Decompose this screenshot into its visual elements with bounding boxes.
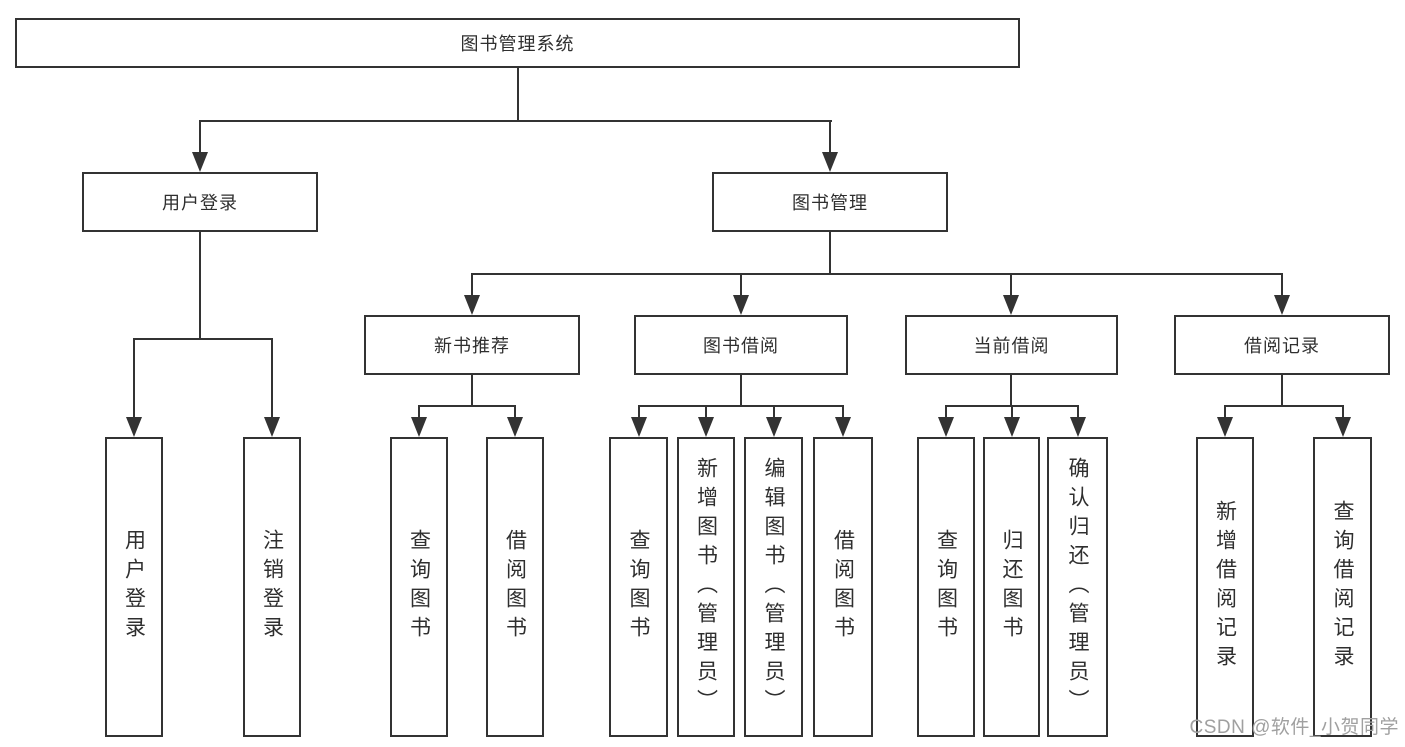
node-label: 编辑图书（管理员） — [762, 456, 785, 718]
node-leaf-query-books-2: 查询图书 — [609, 437, 668, 737]
connector-line — [471, 273, 473, 295]
connector-line — [1077, 405, 1079, 417]
connector-line — [418, 405, 420, 417]
arrow-down-icon — [192, 152, 208, 172]
node-current-borrowing: 当前借阅 — [905, 315, 1118, 375]
node-library-management-system: 图书管理系统 — [15, 18, 1020, 68]
node-label: 查询图书 — [934, 529, 958, 645]
node-label: 归还图书 — [1000, 529, 1023, 645]
connector-line — [1281, 375, 1283, 405]
connector-line — [740, 375, 742, 405]
connector-line — [271, 338, 273, 417]
connector-line — [133, 338, 135, 417]
node-new-book-recommend: 新书推荐 — [364, 315, 580, 375]
connector-line — [945, 405, 947, 417]
node-label: 借阅图书 — [503, 529, 527, 645]
node-leaf-return-books: 归还图书 — [983, 437, 1040, 737]
node-label: 用户登录 — [122, 529, 146, 645]
connector-line — [638, 405, 844, 407]
node-book-management-module: 图书管理 — [712, 172, 948, 232]
node-label: 新增借阅记录 — [1213, 500, 1237, 674]
node-label: 当前借阅 — [973, 336, 1050, 356]
arrow-down-icon — [631, 417, 647, 437]
connector-line — [199, 232, 201, 338]
arrow-down-icon — [835, 417, 851, 437]
connector-line — [1224, 405, 1344, 407]
node-label: 用户登录 — [162, 193, 238, 213]
arrow-down-icon — [1274, 295, 1290, 315]
connector-line — [471, 273, 1283, 275]
arrow-down-icon — [1335, 417, 1351, 437]
node-user-login-module: 用户登录 — [82, 172, 318, 232]
arrow-down-icon — [126, 417, 142, 437]
connector-line — [1010, 375, 1012, 405]
connector-line — [514, 405, 516, 417]
node-label: 借阅图书 — [831, 529, 855, 645]
connector-line — [1011, 405, 1013, 417]
arrow-down-icon — [698, 417, 714, 437]
connector-line — [829, 120, 831, 152]
connector-line — [517, 68, 519, 120]
arrow-down-icon — [507, 417, 523, 437]
connector-line — [638, 405, 640, 417]
arrow-down-icon — [1070, 417, 1086, 437]
node-label: 新增图书（管理员） — [694, 456, 718, 718]
node-label: 借阅记录 — [1244, 336, 1320, 356]
node-label: 查询图书 — [627, 529, 650, 645]
arrow-down-icon — [1217, 417, 1233, 437]
arrow-down-icon — [464, 295, 480, 315]
node-book-borrowing: 图书借阅 — [634, 315, 848, 375]
node-label: 新书推荐 — [434, 336, 510, 356]
connector-line — [705, 405, 707, 417]
connector-line — [471, 375, 473, 405]
connector-line — [773, 405, 775, 417]
node-leaf-confirm-return-admin: 确认归还（管理员） — [1047, 437, 1108, 737]
connector-line — [199, 120, 832, 122]
csdn-watermark: CSDN @软件_小贺同学 — [1189, 717, 1399, 738]
node-leaf-add-borrow-record: 新增借阅记录 — [1196, 437, 1254, 737]
node-label: 图书管理系统 — [460, 34, 575, 54]
connector-line — [1342, 405, 1344, 417]
node-leaf-borrow-books-1: 借阅图书 — [486, 437, 544, 737]
connector-line — [133, 338, 273, 340]
node-leaf-logout: 注销登录 — [243, 437, 301, 737]
connector-line — [842, 405, 844, 417]
node-leaf-query-borrow-record: 查询借阅记录 — [1313, 437, 1372, 737]
node-leaf-edit-books-admin: 编辑图书（管理员） — [744, 437, 803, 737]
node-leaf-query-books-1: 查询图书 — [390, 437, 448, 737]
arrow-down-icon — [264, 417, 280, 437]
arrow-down-icon — [411, 417, 427, 437]
connector-line — [829, 232, 831, 273]
node-label: 图书管理 — [792, 193, 868, 213]
arrow-down-icon — [766, 417, 782, 437]
connector-line — [418, 405, 516, 407]
arrow-down-icon — [1004, 417, 1020, 437]
node-leaf-borrow-books-2: 借阅图书 — [813, 437, 873, 737]
node-label: 查询图书 — [407, 529, 431, 645]
arrow-down-icon — [938, 417, 954, 437]
node-leaf-add-books-admin: 新增图书（管理员） — [677, 437, 735, 737]
arrow-down-icon — [733, 295, 749, 315]
node-label: 注销登录 — [260, 529, 284, 645]
arrow-down-icon — [822, 152, 838, 172]
node-leaf-query-books-3: 查询图书 — [917, 437, 975, 737]
connector-line — [199, 120, 201, 152]
node-label: 图书借阅 — [703, 336, 779, 356]
connector-line — [740, 273, 742, 295]
connector-line — [1281, 273, 1283, 295]
node-label: 确认归还（管理员） — [1066, 456, 1089, 718]
connector-line — [1010, 273, 1012, 295]
arrow-down-icon — [1003, 295, 1019, 315]
node-label: 查询借阅记录 — [1331, 500, 1354, 674]
connector-line — [1224, 405, 1226, 417]
node-leaf-user-login: 用户登录 — [105, 437, 163, 737]
node-borrowing-records: 借阅记录 — [1174, 315, 1390, 375]
